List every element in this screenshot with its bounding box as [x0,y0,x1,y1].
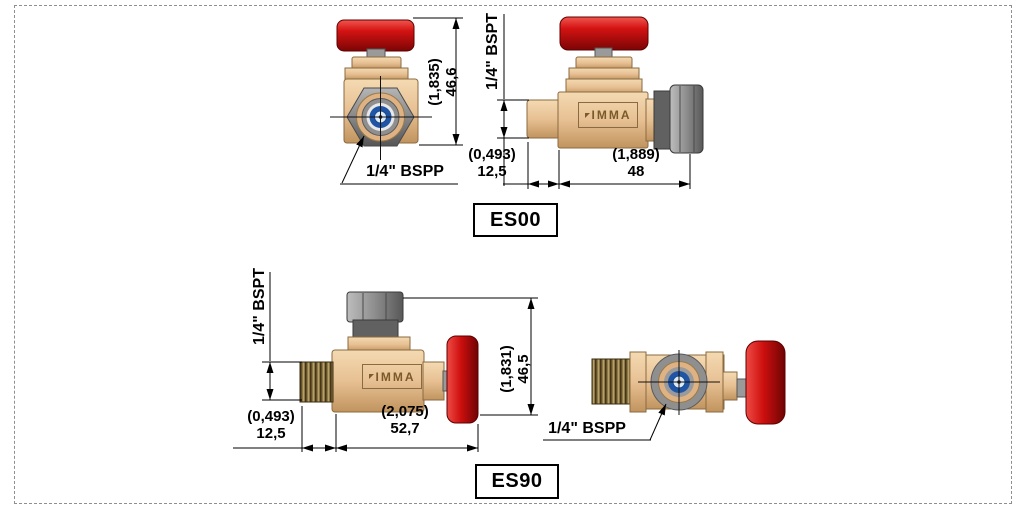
es00-height-inch: (1,835) [426,58,443,106]
es90-end-view [591,340,786,425]
es90-bspp-label: 1/4" BSPP [548,420,626,437]
inlet-nipple [526,99,561,139]
dimension-lines [233,14,691,452]
handwheel-edge [745,340,786,425]
handwheel-edge [446,335,479,424]
outlet-nut [346,291,404,323]
es00-bspt-label: 1/4" BSPT [483,12,501,90]
handwheel-front [336,19,415,52]
es00-side-view [526,16,704,154]
es00-height-dim-text: (1,835) 46,6 [398,58,488,106]
knurled-ring [352,319,399,340]
es90-bspt-label: 1/4" BSPT [250,267,268,345]
es00-inlet-inch: (0,493) [468,146,516,163]
es00-length-mm: 48 [627,163,645,180]
es90-brand-logo: IMMA [362,364,422,389]
es90-inlet-length-dim-text: (0,493) 12,5 [231,408,311,442]
es90-height-dim-text: (1,831) 46,5 [470,345,560,393]
drawing-border [14,5,1012,504]
es00-height-mm: 46,6 [443,67,460,97]
es90-height-inch: (1,831) [498,345,515,393]
es00-bspp-label: 1/4" BSPP [366,163,444,180]
es00-model-label: ES00 [473,203,558,237]
es00-brand-logo: IMMA [578,102,638,128]
outlet-nut [669,84,704,154]
handwheel-side [559,16,649,51]
es90-height-mm: 46,5 [515,354,532,384]
inlet-thread [591,358,631,405]
es90-bspp-leader [649,403,667,441]
es90-overall-length-dim-text: (2,075) 52,7 [355,403,455,437]
es00-inlet-mm: 12,5 [477,163,507,180]
es00-overall-length-dim-text: (1,889) 48 [586,146,686,180]
es90-model-label: ES90 [475,464,559,499]
es90-inlet-inch: (0,493) [247,408,295,425]
es00-bspp-leader [341,135,365,184]
es90-length-inch: (2,075) [381,403,429,420]
es00-length-inch: (1,889) [612,146,660,163]
es00-inlet-length-dim-text: (0,493) 12,5 [452,146,532,180]
knurled-ring [653,90,673,150]
es90-inlet-mm: 12,5 [256,425,286,442]
inlet-thread [299,361,334,403]
es00-front-view [330,19,432,160]
es90-length-mm: 52,7 [390,420,420,437]
